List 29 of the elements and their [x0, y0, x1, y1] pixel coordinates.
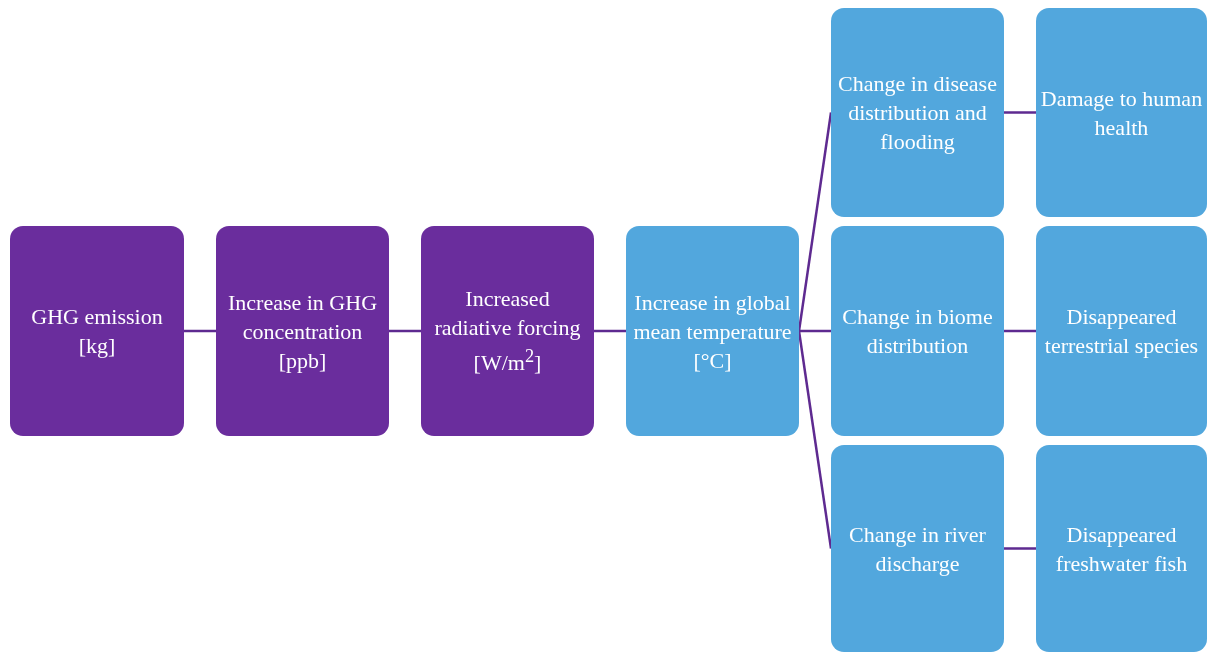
connector-line [799, 329, 831, 333]
connector-line [1004, 547, 1036, 550]
box-label: Change in river discharge [848, 520, 987, 578]
process-box [421, 226, 594, 436]
connector-line [184, 329, 216, 333]
process-box [1036, 226, 1207, 436]
connector-line [389, 329, 421, 333]
connector-line [797, 112, 833, 332]
box-label: Damage to human health [1040, 84, 1203, 142]
connector-line [1004, 329, 1036, 333]
box-label: Disappeared terrestrial species [1043, 303, 1200, 360]
process-box [216, 226, 389, 436]
box-label: Increase in GHG concentration [ppb] [226, 288, 379, 375]
box-label: Change in biome distribution [841, 303, 994, 360]
connector-line [594, 329, 626, 333]
box-label: Increase in global mean temperature [°C] [632, 288, 793, 375]
box-label: GHG emission [kg] [30, 303, 164, 360]
process-box [831, 8, 1004, 217]
box-label: Disappeared freshwater fish [1054, 520, 1189, 578]
process-box [831, 445, 1004, 652]
process-box [10, 226, 184, 436]
box-label: Increased radiative forcing [W/m$^{2}$] [433, 285, 582, 378]
connector-line [797, 330, 833, 549]
process-box [1036, 8, 1207, 217]
process-box [1036, 445, 1207, 652]
process-box [626, 226, 799, 436]
box-label: Change in disease distribution and flooding [837, 70, 998, 156]
process-box [831, 226, 1004, 436]
connector-line [1004, 111, 1036, 114]
